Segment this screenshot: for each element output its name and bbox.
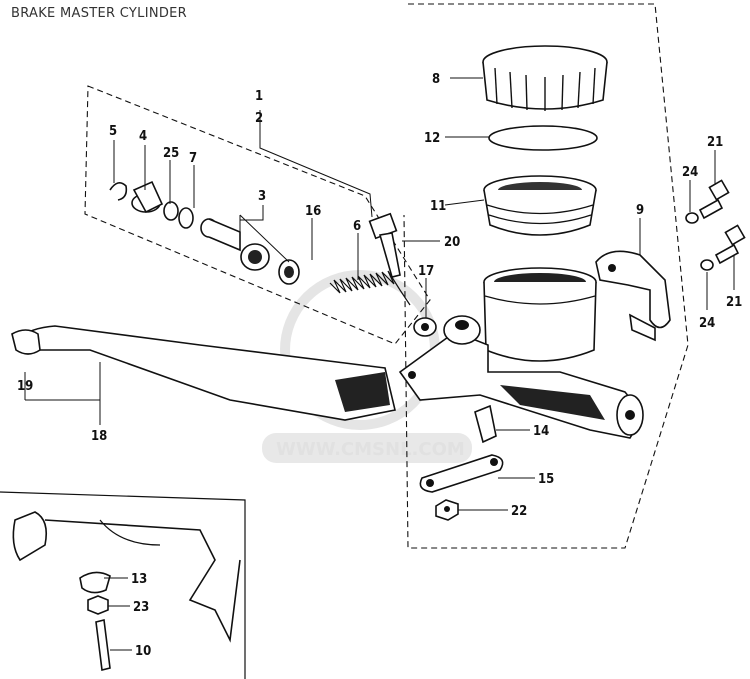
- callout-19: 19: [17, 379, 33, 394]
- diaphragm-plate: [488, 125, 598, 151]
- callout-18: 18: [91, 429, 107, 444]
- piston: [200, 218, 270, 271]
- lock-nut: [87, 595, 109, 615]
- primary-cup: [278, 259, 300, 285]
- callout-21-lower: 21: [726, 295, 742, 310]
- callout-8: 8: [432, 72, 440, 87]
- callout-16: 16: [305, 204, 321, 219]
- callout-6: 6: [353, 219, 361, 234]
- callout-12: 12: [424, 131, 440, 146]
- adjusting-screw: [95, 619, 111, 671]
- callout-23: 23: [133, 600, 149, 615]
- watermark-text: WWW.CMSNL.COM: [276, 439, 465, 460]
- callout-14: 14: [533, 424, 549, 439]
- callout-24-lower: 24: [699, 316, 715, 331]
- pivot-collar: [79, 571, 111, 594]
- callout-22: 22: [511, 504, 527, 519]
- clamp-bolt-lower: [714, 224, 746, 265]
- callout-3: 3: [258, 189, 266, 204]
- pivot-pin: [474, 404, 497, 444]
- clamp-bolt-upper: [698, 179, 730, 220]
- inset-lever-view: [12, 511, 241, 643]
- callout-13: 13: [131, 572, 147, 587]
- callout-2: 2: [255, 111, 263, 126]
- pivot-plate: [419, 454, 504, 493]
- master-cylinder-body: [398, 267, 644, 439]
- leader-lines: [24, 77, 735, 651]
- reservoir-group-boundary: [403, 3, 689, 549]
- check-valve: [413, 317, 437, 337]
- callout-4: 4: [139, 129, 147, 144]
- mirror-clamp: [595, 250, 671, 342]
- washer-25: [163, 201, 179, 221]
- snap-ring: [109, 182, 128, 201]
- callout-11: 11: [430, 199, 446, 214]
- diagram-title: BRAKE MASTER CYLINDER: [11, 6, 188, 21]
- piston-group-boundary: [84, 85, 431, 345]
- reservoir-cap: [482, 45, 608, 111]
- banjo-bolt: [368, 212, 401, 278]
- callout-24-upper: 24: [682, 165, 698, 180]
- callout-5: 5: [109, 124, 117, 139]
- rubber-diaphragm: [483, 175, 597, 236]
- washer-lower: [700, 259, 714, 271]
- callout-10: 10: [135, 644, 151, 659]
- washer-upper: [685, 212, 699, 224]
- callout-20: 20: [444, 235, 460, 250]
- brake-lever: [11, 325, 396, 421]
- callout-17: 17: [418, 264, 434, 279]
- callout-21-upper: 21: [707, 135, 723, 150]
- callout-1: 1: [255, 89, 263, 104]
- callout-9: 9: [636, 203, 644, 218]
- pivot-nut: [435, 499, 459, 521]
- callout-25: 25: [163, 146, 179, 161]
- callout-7: 7: [189, 151, 197, 166]
- piston-guide: [131, 180, 164, 214]
- return-spring: [329, 270, 411, 306]
- secondary-cup: [178, 207, 194, 229]
- callout-15: 15: [538, 472, 554, 487]
- inset-boundary: [0, 491, 246, 679]
